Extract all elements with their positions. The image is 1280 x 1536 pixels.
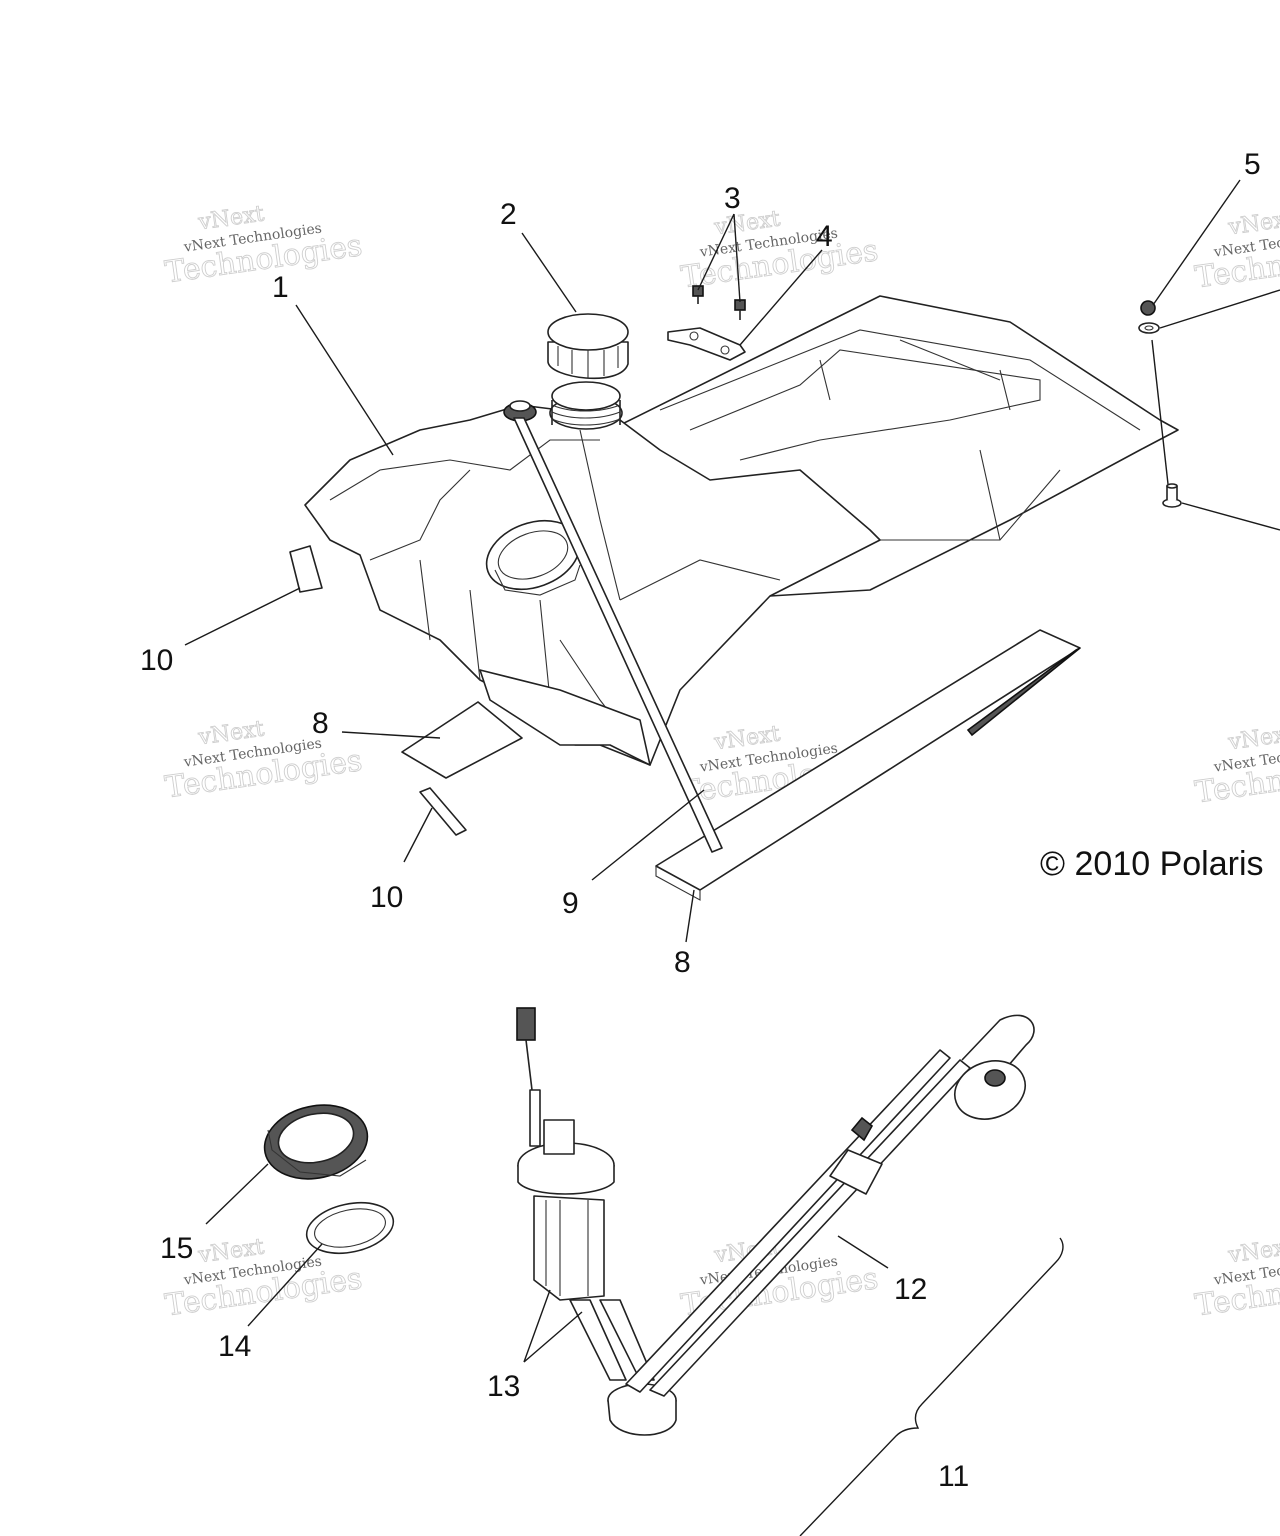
watermark: vNext vNext Technologies Technologies (162, 716, 364, 806)
callout-2: 2 (500, 198, 517, 231)
callout-13: 13 (487, 1370, 520, 1403)
watermark: vNext vNext Technologies Technologies (1192, 206, 1280, 296)
watermark-brand: vNext (1226, 1234, 1280, 1268)
callout-4: 4 (816, 220, 833, 253)
watermark: vNext vNext Technologies Technologies (1192, 1234, 1280, 1324)
fuel-pump-assembly (516, 1007, 1035, 1436)
mounting-bracket (667, 327, 746, 361)
lock-ring (263, 1104, 369, 1180)
tank-pad-large (655, 629, 1081, 901)
callout-10-lower: 10 (370, 881, 403, 914)
filler-cap (547, 313, 629, 380)
vent-hose (513, 417, 723, 853)
callout-12: 12 (894, 1273, 927, 1306)
tank-pad-upper (289, 545, 323, 593)
watermark: vNext vNext Technologies Technologies (1192, 721, 1280, 811)
callout-10-upper: 10 (140, 644, 173, 677)
callout-1: 1 (272, 271, 289, 304)
bolt (692, 285, 704, 304)
callout-14: 14 (218, 1330, 251, 1363)
callout-8-upper: 8 (312, 707, 329, 740)
callout-5: 5 (1244, 148, 1261, 181)
watermark-brand: vNext (1226, 721, 1280, 755)
washer (1138, 322, 1160, 334)
callout-15: 15 (160, 1232, 193, 1265)
leader-lines (184, 179, 1280, 1363)
copyright-notice: © 2010 Polaris (1040, 845, 1264, 883)
fuel-pump-gasket (305, 1202, 395, 1254)
nut (1140, 300, 1156, 316)
tank-pad-small (401, 701, 523, 779)
callout-9: 9 (562, 887, 579, 920)
watermark: vNext vNext Technologies Technologies (678, 206, 880, 296)
assembly-bracket (799, 1237, 1064, 1536)
tank-pad-lower (419, 787, 467, 836)
fuel-tank (304, 295, 1179, 766)
callout-11: 11 (938, 1460, 969, 1493)
callout-8-lower: 8 (674, 946, 691, 979)
bolt (734, 299, 746, 320)
watermark: vNext vNext Technologies Technologies (162, 201, 364, 291)
mounting-stud (1162, 483, 1182, 508)
callout-3: 3 (724, 182, 741, 215)
watermark-brand: vNext (1226, 206, 1280, 240)
